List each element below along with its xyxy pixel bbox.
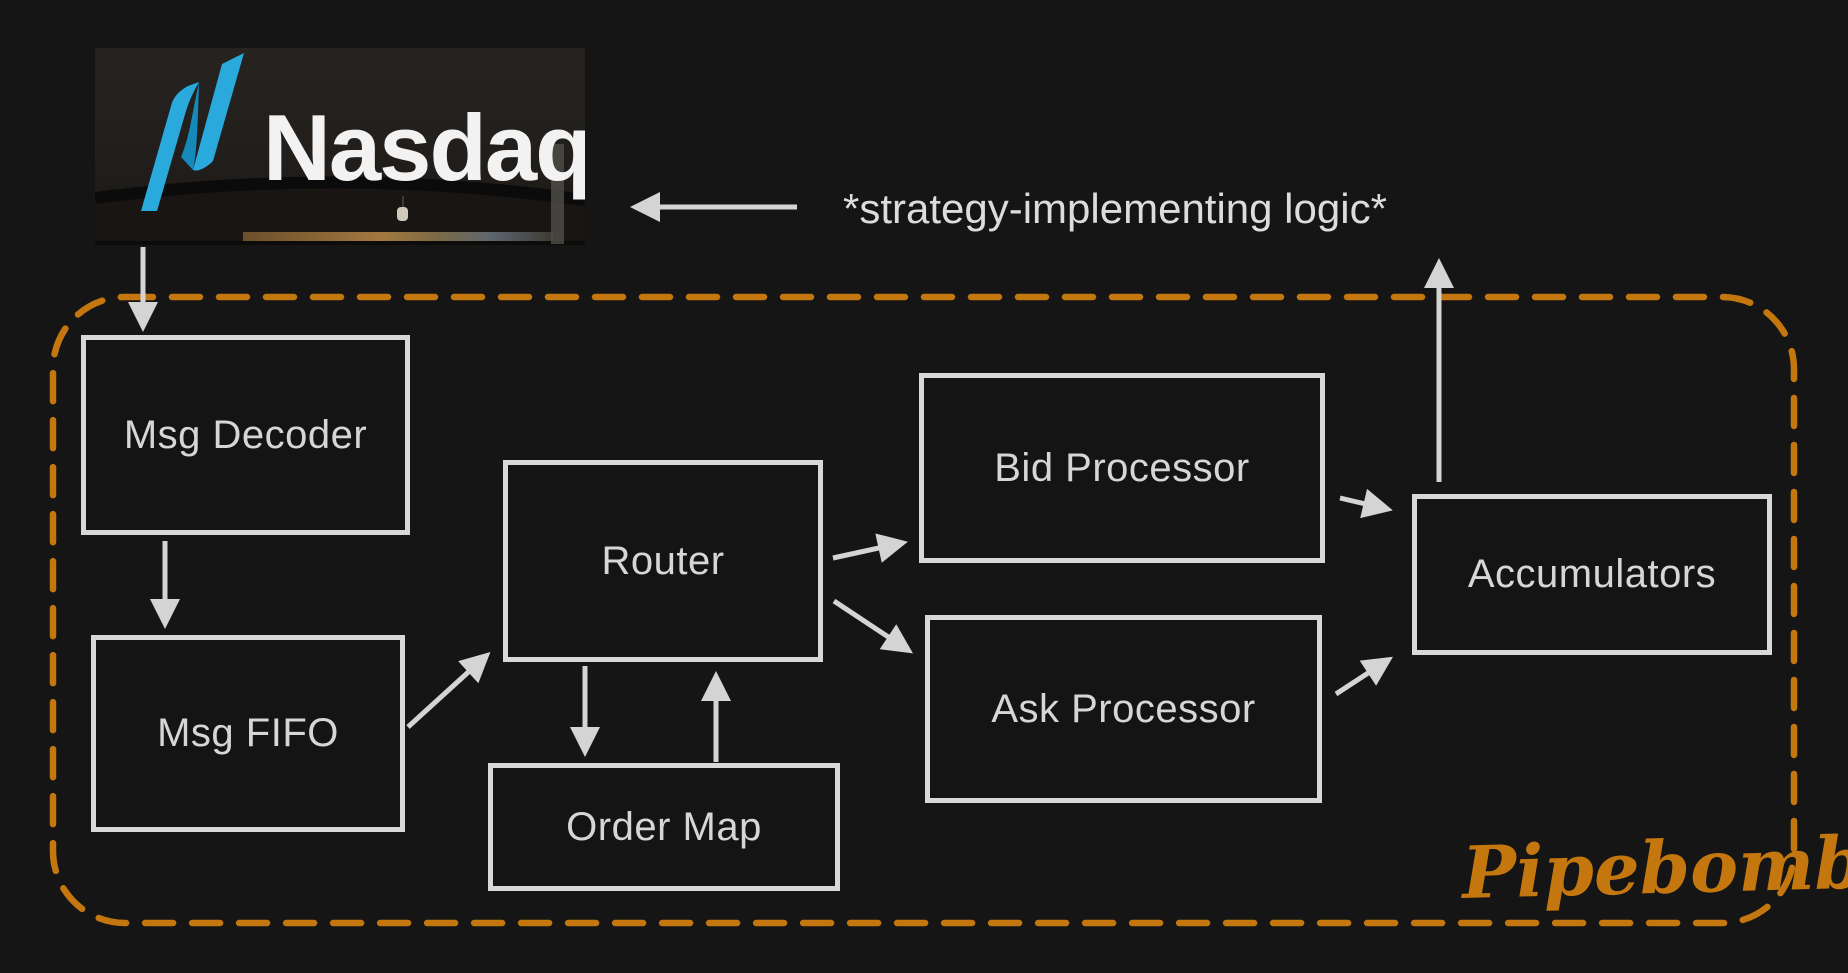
sign-pole xyxy=(551,144,564,244)
edge-ask-processor-to-accumulators xyxy=(1334,656,1394,697)
strategy-logic-annotation: *strategy-implementing logic* xyxy=(843,185,1387,232)
edge-router-to-bid-processor xyxy=(832,533,908,563)
nasdaq-sign-photo: Nasdaq xyxy=(95,48,585,245)
node-bid-processor-label: Bid Processor xyxy=(994,445,1250,490)
edge-bid-processor-to-accumulators xyxy=(1339,488,1393,519)
node-bid-processor: Bid Processor xyxy=(919,373,1325,563)
nasdaq-ribbon-icon xyxy=(141,53,244,211)
node-order-map-label: Order Map xyxy=(566,804,762,849)
nasdaq-sign-art xyxy=(95,53,585,245)
nasdaq-wordmark: Nasdaq xyxy=(263,95,585,200)
building-lights-strip xyxy=(243,232,553,241)
edge-msg-fifo-to-router xyxy=(406,651,491,729)
sign-lower-area xyxy=(95,184,585,245)
node-msg-fifo: Msg FIFO xyxy=(91,635,405,832)
node-accumulators: Accumulators xyxy=(1412,494,1772,655)
node-router-label: Router xyxy=(601,538,725,583)
camera-dot xyxy=(397,207,408,221)
node-ask-processor-label: Ask Processor xyxy=(991,686,1256,731)
node-msg-fifo-label: Msg FIFO xyxy=(157,711,339,755)
node-msg-decoder-label: Msg Decoder xyxy=(123,412,368,457)
photo-bottom-edge xyxy=(95,241,585,245)
edge-router-to-ask-processor xyxy=(832,598,914,654)
node-order-map: Order Map xyxy=(488,763,840,891)
pipebomb-container-label: Pipebomb xyxy=(1460,819,1848,916)
pipebomb-boundary xyxy=(49,293,1798,927)
node-router: Router xyxy=(503,460,823,662)
node-msg-decoder: Msg Decoder xyxy=(81,335,410,535)
node-accumulators-label: Accumulators xyxy=(1467,552,1717,596)
node-ask-processor: Ask Processor xyxy=(925,615,1322,803)
